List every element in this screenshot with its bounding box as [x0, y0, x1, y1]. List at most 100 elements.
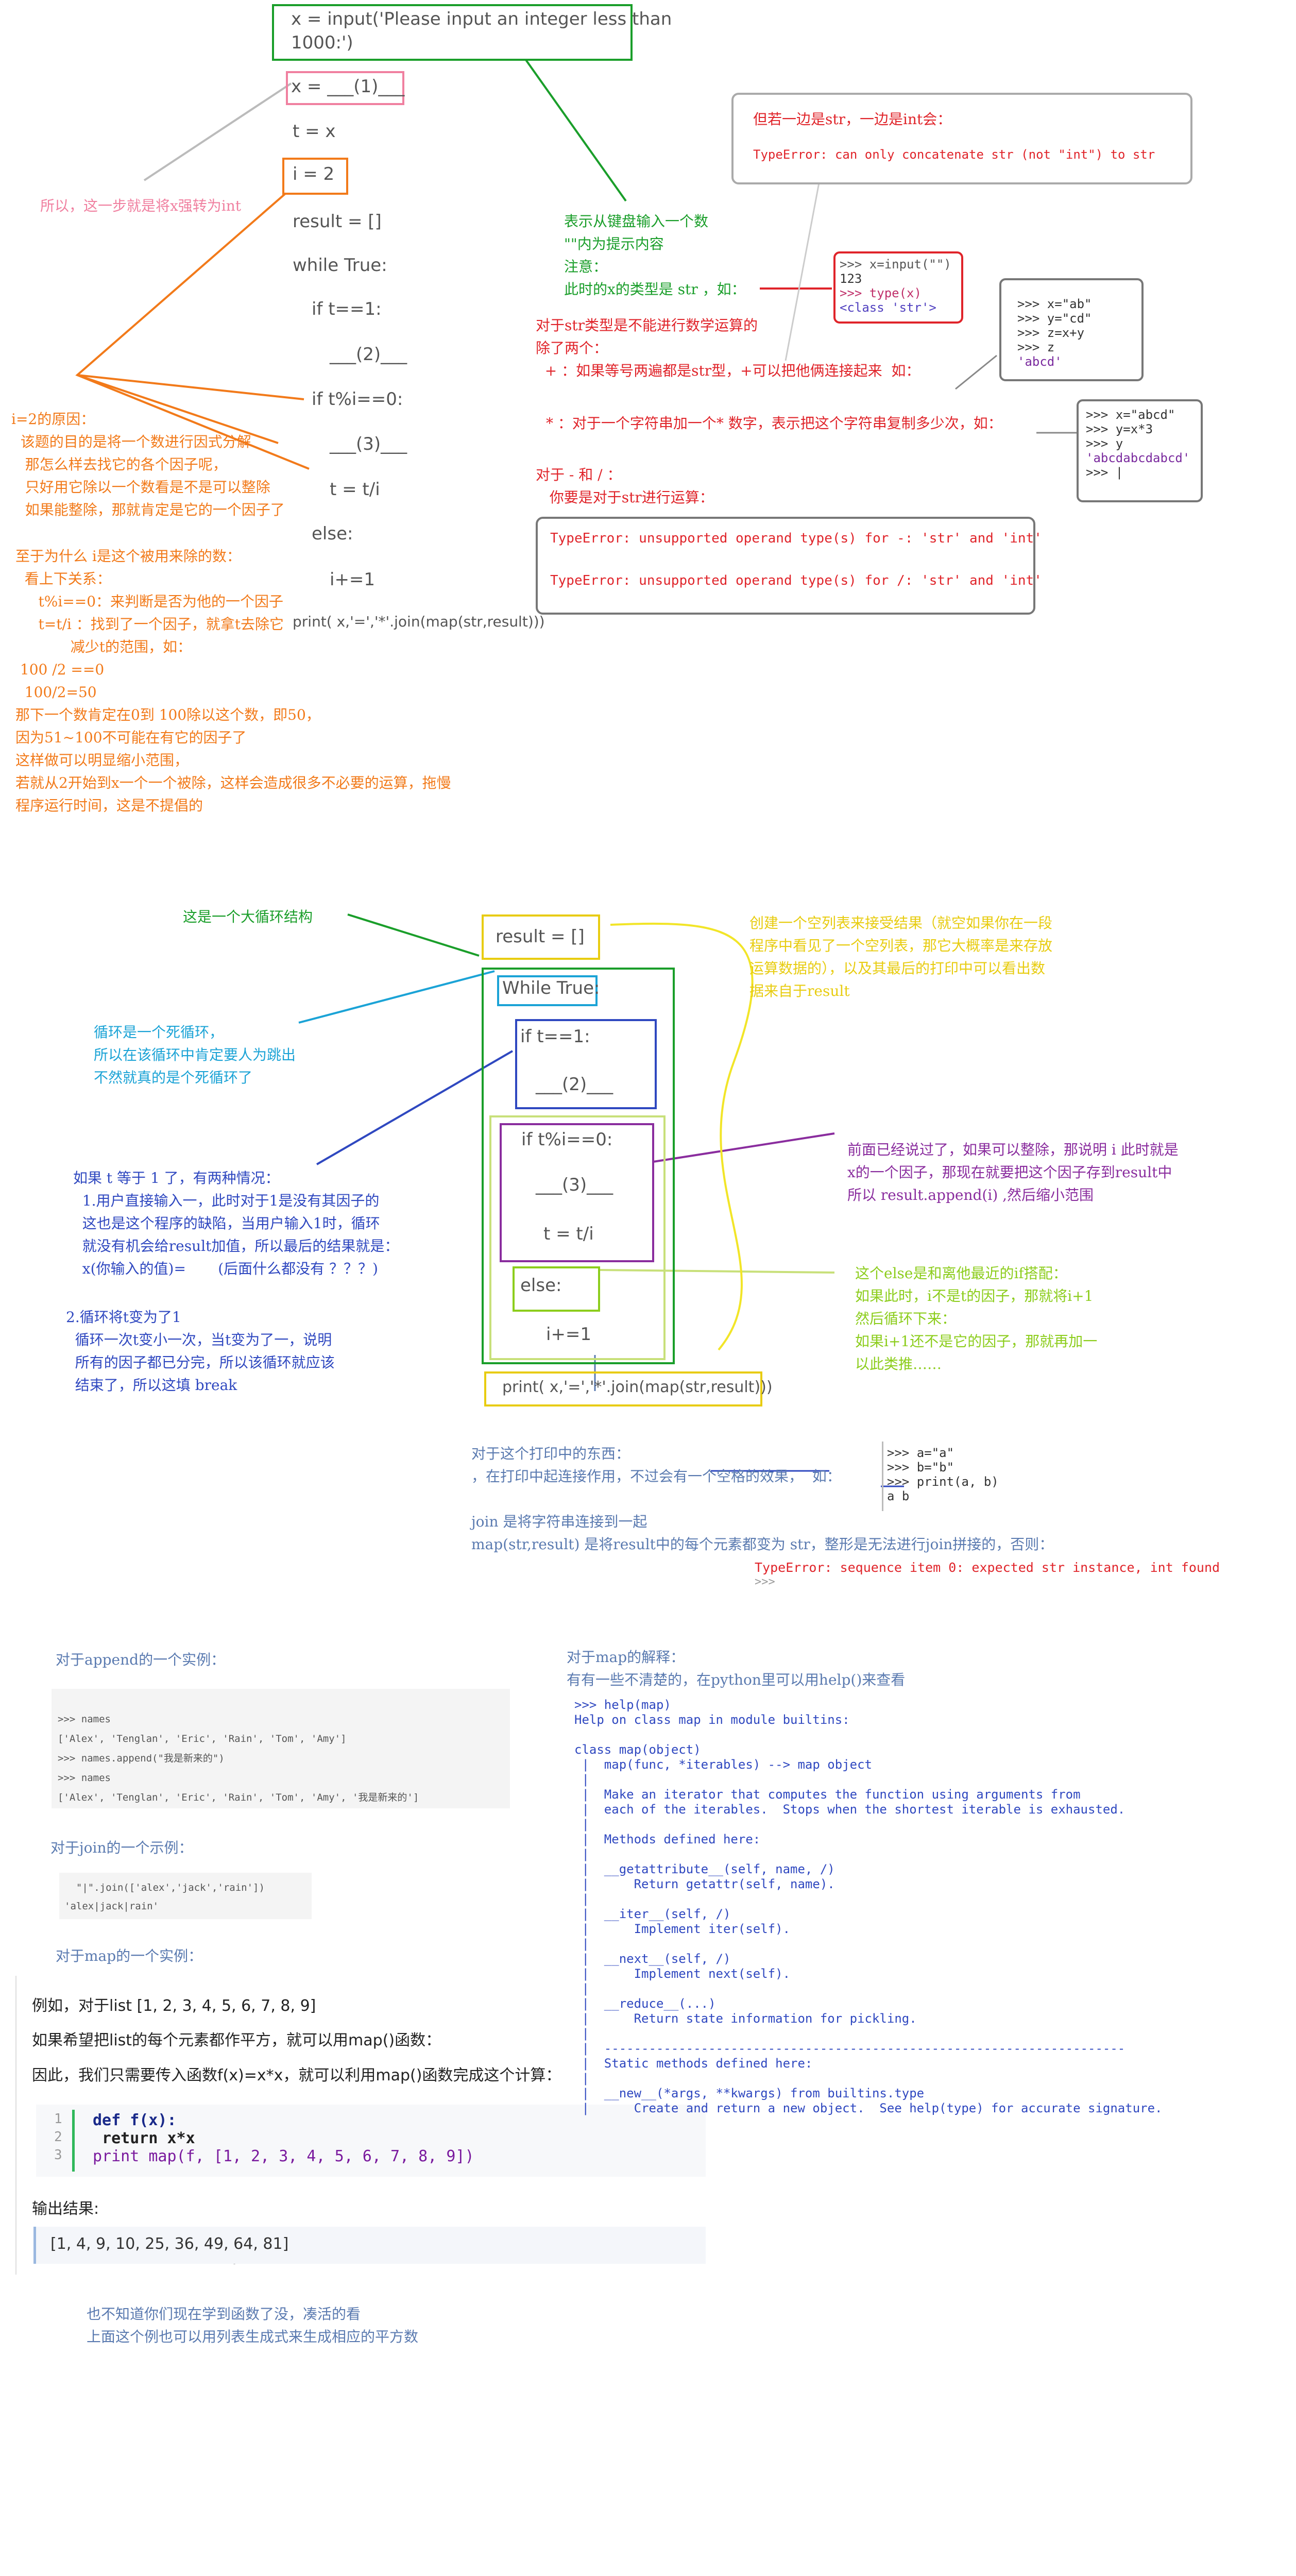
i-assign-line: i = 2 — [293, 164, 335, 184]
append-title: 对于append的一个实例： — [56, 1651, 226, 1668]
s2-t-div: t = t/i — [543, 1224, 594, 1244]
i-assign-box — [282, 158, 348, 195]
note-future: 也不知道你们现在学到函数了没，凑活的看 上面这个例也可以用列表生成式来生成相应的… — [87, 2306, 419, 2345]
note-print: 对于这个打印中的东西： ，在打印中起连接作用，不过会有一个空格的效果， 如： j… — [471, 1445, 1054, 1553]
note-str-ops: 对于str类型是不能进行数学运算的 除了两个： + ：如果等号两遍都是str型，… — [536, 317, 920, 379]
join-title: 对于join的一个示例： — [50, 1839, 193, 1856]
x-assign-box — [286, 71, 404, 105]
map-line1: 例如，对于list [1, 2, 3, 4, 5, 6, 7, 8, 9] — [32, 1997, 316, 2015]
term-input-l4: <class 'str'> — [840, 300, 936, 315]
while-box — [497, 975, 598, 1006]
term-input-box — [833, 251, 963, 324]
print-box — [484, 1371, 762, 1406]
if-mod-outer-box — [489, 1115, 666, 1360]
outer-loop-box — [482, 968, 675, 1364]
s2-i-inc: i+=1 — [546, 1324, 592, 1345]
note-i-range: 至于为什么 i是这个被用来除的数： 看上下关系： t%i==0：来判断是否为他的… — [15, 548, 451, 814]
code-line-2-no: 2 — [54, 2129, 62, 2145]
note-else: 这个else是和离他最近的if搭配： 如果此时，i不是t的因子，那就将i+1 然… — [855, 1265, 1098, 1372]
term-star-l5: >>> | — [1086, 465, 1123, 480]
typeerror-join: TypeError: sequence item 0: expected str… — [755, 1560, 1220, 1575]
typeerror-minus-div-box — [536, 517, 1035, 615]
term-star-box — [1077, 399, 1203, 502]
term-ab-l2: >>> b="b" — [887, 1460, 954, 1475]
if-mod-line: if t%i==0: — [312, 389, 403, 410]
result-box — [482, 914, 600, 960]
if-t1-line: if t==1: — [312, 299, 382, 319]
output-value: [1, 4, 9, 10, 25, 36, 49, 64, 81] — [50, 2235, 289, 2253]
i-inc-line: i+=1 — [330, 569, 376, 590]
if-mod-box — [500, 1123, 654, 1262]
if-t1-box — [515, 1019, 657, 1109]
term-star-l3: >>> y — [1086, 436, 1123, 451]
s2-if-t1: if t==1: — [520, 1026, 590, 1047]
join-code: "|".join(['alex','jack','rain']) 'alex|j… — [64, 1882, 265, 1912]
note-x-int: 所以，这一步就是将x强转为int — [40, 197, 242, 214]
s2-else: else: — [520, 1275, 562, 1296]
s2-if-mod: if t%i==0: — [521, 1129, 613, 1150]
s2-blank3: ___(3)___ — [536, 1175, 613, 1195]
note-concat-title: 但若一边是str，一边是int会： — [753, 111, 952, 128]
term-concat-l5: 'abcd' — [1017, 354, 1062, 369]
term-concat-box — [999, 278, 1144, 381]
term-concat-l2: >>> y="cd" — [1017, 311, 1092, 326]
map-line3: 因此，我们只需要传入函数f(x)=x*x，就可以利用map()函数完成这个计算： — [32, 2066, 561, 2084]
note-t-eq1: 如果 t 等于 1 了，有两种情况： 1.用户直接输入一，此时对于1是没有其因子… — [73, 1170, 399, 1277]
s2-blank2: ___(2)___ — [536, 1074, 613, 1095]
blank3-line: ___(3)___ — [330, 434, 407, 454]
code-line-1: def f(x): — [93, 2111, 177, 2129]
t-assign-line: t = x — [293, 121, 336, 142]
map-example-box — [15, 1976, 708, 2275]
while-line: while True: — [293, 255, 387, 276]
term-input-l3: >>> type(x) — [840, 286, 922, 300]
input-line-box — [272, 4, 633, 61]
note-big-loop: 这是一个大循环结构 — [183, 908, 313, 925]
print-line: print( x,'=','*'.join(map(str,result))) — [293, 613, 545, 630]
else-line: else: — [312, 523, 353, 544]
term-input-l1: >>> x=input("") — [840, 257, 951, 272]
term-concat-l3: >>> z=x+y — [1017, 326, 1085, 340]
note-dead-loop: 循环是一个死循环， 所以在该循环中肯定要人为跳出 不然就真的是个死循环了 — [94, 1024, 296, 1086]
input-line: x = input('Please input an integer less … — [291, 9, 672, 53]
note-result: 创建一个空列表来接受结果（就空如果你在一段 程序中看见了一个空列表，那它大概率是… — [749, 914, 1053, 999]
term-ab-l4: a b — [887, 1489, 910, 1503]
term-ab-l3: >>> print(a, b) — [887, 1475, 999, 1489]
note-minus-div: 对于 - 和 / ： 你要是对于str进行运算： — [536, 466, 714, 506]
join-code-box — [59, 1873, 312, 1919]
note-star: * ：对于一个字符串加一个* 数字，表示把这个字符串复制多少次，如： — [546, 415, 1002, 432]
s2-print: print( x,'=','*'.join(map(str,result))) — [502, 1378, 773, 1396]
term-concat-l1: >>> x="ab" — [1017, 297, 1092, 311]
s2-result: result = [] — [496, 926, 585, 947]
code-line-3-no: 3 — [54, 2147, 62, 2163]
map-line2: 如果希望把list的每个元素都作平方，就可以用map()函数： — [32, 2031, 441, 2049]
map-code-gutter — [72, 2110, 75, 2172]
term-ab-l1: >>> a="a" — [887, 1446, 954, 1460]
x-assign-line: x = ___(1)___ — [291, 76, 405, 97]
term-ab-box — [882, 1442, 962, 1511]
help-text: >>> help(map) Help on class map in modul… — [574, 1698, 1163, 2115]
note-i2: i=2的原因： 该题的目的是将一个数进行因式分解 那怎么样去找它的各个因子呢， … — [11, 411, 285, 518]
blank2-line: ___(2)___ — [330, 344, 407, 365]
typeerror-concat: TypeError: can only concatenate str (not… — [753, 147, 1155, 162]
s2-while: While True: — [502, 978, 600, 998]
map-title: 对于map的一个实例： — [56, 1947, 203, 1964]
typeerror-join-prompt: >>> — [755, 1575, 775, 1588]
term-star-l4: 'abcdabcdabcd' — [1086, 451, 1190, 465]
note-factor: 前面已经说过了，如果可以整除，那说明 i 此时就是 x的一个因子，那现在就要把这… — [847, 1141, 1179, 1204]
term-input-l2: 123 — [840, 272, 862, 286]
code-line-3: print map(f, [1, 2, 3, 4, 5, 6, 7, 8, 9]… — [93, 2147, 474, 2165]
output-title: 输出结果: — [32, 2200, 99, 2218]
code-line-1-no: 1 — [54, 2111, 62, 2127]
note-input: 表示从键盘输入一个数 ""内为提示内容 注意： 此时的x的类型是 str ，如： — [564, 213, 746, 298]
typeerror-concat-box — [731, 93, 1192, 184]
typeerror-div: TypeError: unsupported operand type(s) f… — [550, 573, 1042, 588]
term-star-l1: >>> x="abcd" — [1086, 408, 1175, 422]
code-line-2: return x*x — [93, 2129, 195, 2147]
term-concat-l4: >>> z — [1017, 340, 1055, 354]
note-t-eq1-b: 2.循环将t变为了1 循环一次t变小一次，当t变为了一，说明 所有的因子都已分完… — [66, 1309, 335, 1394]
term-star-l2: >>> y=x*3 — [1086, 422, 1153, 436]
typeerror-minus: TypeError: unsupported operand type(s) f… — [550, 531, 1042, 546]
append-code-box — [52, 1689, 510, 1808]
map-explain-title: 对于map的解释： 有有一些不清楚的，在python里可以用help()来查看 — [567, 1649, 906, 1688]
